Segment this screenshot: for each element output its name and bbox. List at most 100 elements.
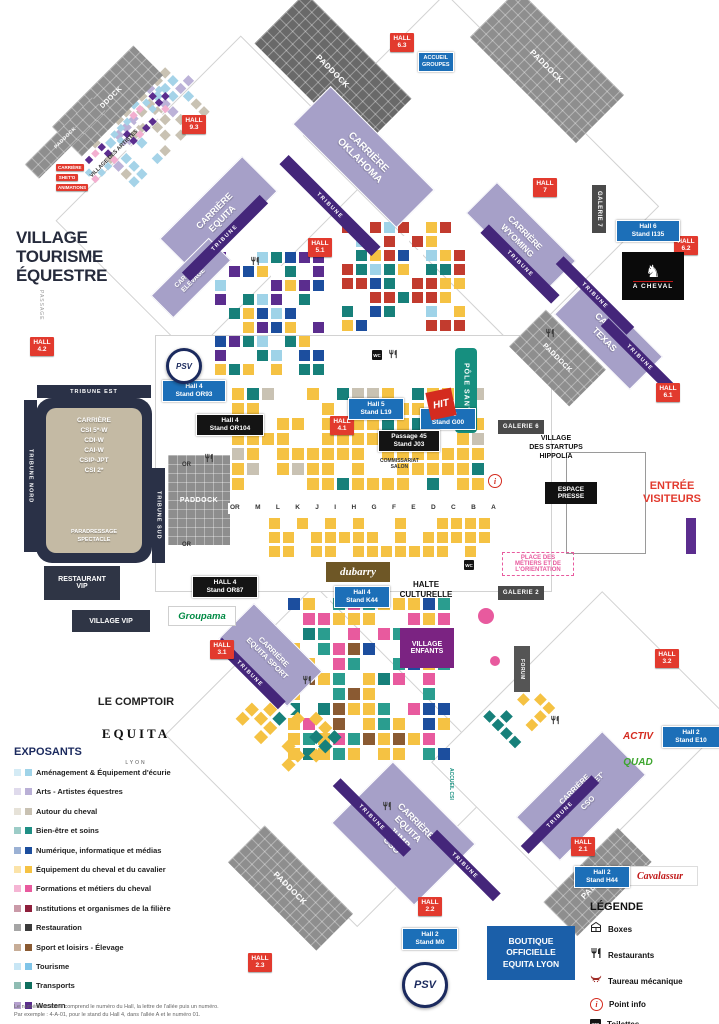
galerie-2-badge: GALERIE 2 (498, 586, 544, 600)
restaurants-icon (590, 946, 602, 964)
legend-swatch (25, 904, 32, 912)
taureau-mecanique-icon (590, 972, 602, 990)
legend-swatch (14, 943, 21, 951)
stand-badge-h44: Hall 2 Stand H44 (574, 866, 630, 889)
restaurant-icon (382, 798, 392, 816)
forum-label: FORUM (519, 658, 525, 680)
arena-sheto-label: SHET'O (56, 174, 78, 182)
legend-swatch (14, 924, 21, 932)
stand-badge-e10: Hall 2 Stand E10 (662, 726, 719, 749)
hit-logo: HIT (425, 387, 457, 421)
dubarry-label: dubarry (339, 566, 377, 578)
legend-swatch (25, 788, 32, 796)
hall-badge-6-1: HALL 6.1 (656, 383, 680, 402)
forum-box: FORUM (514, 646, 530, 692)
passage-label: PASSAGE (38, 290, 44, 321)
toilettes-icon: WC (590, 1019, 601, 1024)
hall-badge-6-3: HALL 6.3 (390, 33, 414, 52)
legend-swatch (14, 788, 21, 796)
le-comptoir-label: LE COMPTOIR (97, 696, 175, 708)
legend-swatch (25, 962, 32, 970)
or-aisle-label: OR (182, 462, 191, 468)
stand-badge-j03: Passage 45 Stand J03 (378, 430, 440, 453)
legend-swatch (25, 982, 32, 990)
legend-swatch (14, 827, 21, 835)
info-glyph: i (595, 1000, 598, 1009)
galerie-label: GALERIE 2 (502, 590, 540, 596)
legend-label: Équipement du cheval et du cavalier (36, 864, 166, 874)
psv-label: PSV (175, 361, 192, 371)
legend-swatch (14, 962, 21, 970)
cavalassur-logo: Cavalassur (622, 866, 698, 886)
hall-badge-3-1: HALL 3.1 (210, 640, 234, 659)
psv-logo: PSV (166, 348, 202, 384)
startups-label: VILLAGE DES STARTUPS HIPPOLIA (529, 435, 583, 461)
boutique-label: BOUTIQUE OFFICIELLE EQUITA LYON (502, 935, 560, 969)
legend-swatch (25, 807, 32, 815)
legend-label: Western (36, 1000, 66, 1010)
point-info-icon: i (590, 998, 603, 1011)
paddock-label: PADDOCK (541, 341, 574, 375)
legend-item: Autour du cheval (14, 807, 229, 816)
activ-quad-logo: ACTIV QUAD (616, 716, 660, 784)
stand-badge-i135: Hall 6 Stand I135 (616, 220, 680, 243)
legend-label: Transports (36, 981, 75, 991)
hall-badge-7: HALL 7 (533, 178, 557, 197)
legend-label: Sport et loisirs - Élevage (36, 942, 124, 952)
hall-badge-4-2: HALL 4.2 (30, 337, 54, 356)
stand-badge-k44: Hall 4 Stand K44 (334, 586, 390, 609)
legend-item: Institutions et organismes de la filière (14, 904, 229, 913)
stand-cluster (215, 252, 330, 377)
village-enfants-box: VILLAGE ENFANTS (400, 628, 454, 668)
arena-csi: CARRIÈRE CSI 5*-W CDI-W CAI-W CSIP-JPT C… (36, 398, 152, 563)
stand-cluster (255, 518, 495, 564)
legende-label: Boxes (608, 924, 633, 934)
paddock-label: PADDOCK (179, 496, 219, 504)
footer-note: Le numéro de stand comprend le numéro du… (14, 1004, 219, 1018)
legend-item: Bien-être et soins (14, 826, 229, 835)
legend-swatch (25, 846, 32, 854)
legend-label: Autour du cheval (36, 806, 98, 816)
aisle-letter: H (351, 504, 357, 511)
legend-item: Transports (14, 981, 229, 990)
legend-item: Tourisme (14, 962, 229, 971)
stand-badge-m0: Hall 2 Stand M0 (402, 928, 458, 951)
arena-csi-sub-label: PARADRESSAGE SPECTACLE (70, 528, 118, 544)
legend-item: Sport et loisirs - Élevage (14, 943, 229, 952)
aisle-letter: A (491, 504, 496, 511)
legende-item: Taureau mécanique (590, 972, 715, 990)
stand-badge-or87: HALL 4 Stand OR87 (192, 576, 258, 599)
boutique-box: BOUTIQUE OFFICIELLE EQUITA LYON (487, 926, 575, 980)
pole-sante-label: PÔLE SANTÉ (462, 363, 470, 418)
tribune-label: TRIBUNE SUD (155, 491, 162, 540)
toilettes-icon: WC (372, 350, 382, 360)
tribune-nord: TRIBUNE NORD (24, 400, 37, 552)
accueil-groupes-badge: ACCUEIL GROUPES (418, 52, 454, 72)
legend-label: Aménagement & Équipement d'écurie (36, 768, 171, 777)
aisle-letter: M (255, 504, 261, 511)
legend-item: Équipement du cheval et du cavalier (14, 865, 229, 874)
legend-swatch (25, 827, 32, 835)
hall-badge-3-2: HALL 3.2 (655, 649, 679, 668)
hall-badge-9-3: HALL 9.3 (182, 115, 206, 134)
boxes-icon (590, 920, 602, 938)
tribune-est: TRIBUNE EST (37, 385, 151, 398)
groupama-label: Groupama (178, 610, 226, 622)
legend-item: Western (14, 1001, 229, 1010)
stand-badge-or104: Hall 4 Stand OR104 (196, 414, 264, 437)
restaurant-vip-label: RESTAURANT VIP (58, 576, 106, 590)
restaurant-icon (302, 672, 312, 690)
aisle-letter: D (430, 504, 436, 511)
wc-glyph: WC (373, 352, 381, 358)
paddock-label: PADDOCK (314, 52, 352, 90)
aisle-letter: L (275, 504, 280, 511)
activ-label: ACTIV (623, 731, 653, 742)
village-enfants-label: VILLAGE ENFANTS (410, 641, 444, 655)
a-cheval-label: A CHEVAL (632, 280, 674, 290)
le-comptoir-block: LE COMPTOIR EQUITA LYON (88, 678, 184, 784)
entrance-marker (686, 518, 696, 554)
entree-visiteurs-label: ENTRÉE VISITEURS (642, 480, 702, 505)
hall-badge-2-2: HALL 2.2 (418, 897, 442, 916)
legende-item: WC Toilettes (590, 1019, 715, 1024)
